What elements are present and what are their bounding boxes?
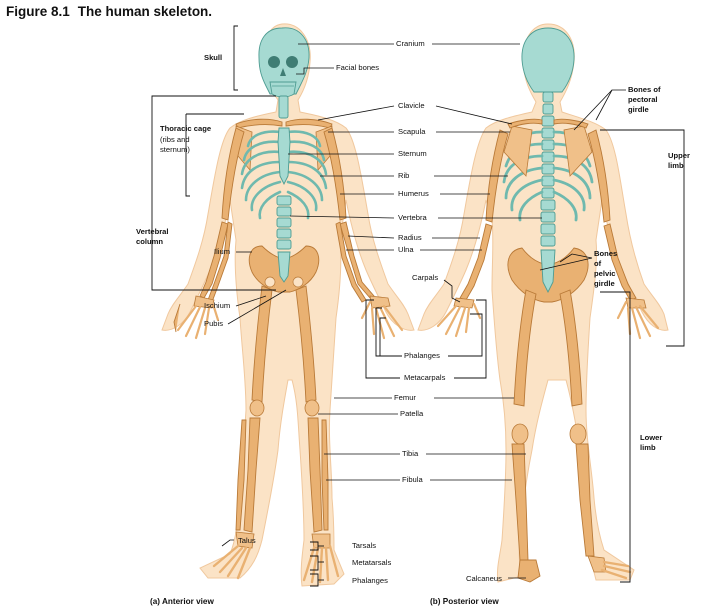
anterior-right-orbit	[286, 56, 298, 68]
label-metatarsals: Metatarsals	[352, 558, 391, 567]
label-tarsals: Tarsals	[352, 541, 376, 550]
group-pelvic-2: of	[594, 259, 602, 268]
posterior-left-scapula	[503, 125, 533, 177]
anterior-right-femur	[295, 285, 317, 403]
anterior-left-hand	[173, 295, 220, 340]
anterior-left-orbit	[268, 56, 280, 68]
anterior-sternum	[277, 127, 291, 186]
anterior-left-humerus	[221, 127, 245, 221]
label-radius: Radius	[398, 233, 422, 242]
label-cranium: Cranium	[396, 39, 425, 48]
anterior-right-patella	[304, 399, 320, 417]
caption-posterior-view: (b) Posterior view	[430, 597, 499, 606]
anterior-rib-cage	[240, 130, 328, 220]
label-scapula: Scapula	[398, 127, 426, 136]
anterior-lumbar-spine	[276, 195, 292, 250]
group-pectoral-3: girdle	[628, 105, 649, 114]
posterior-right-knee	[569, 423, 587, 445]
label-metacarpals: Metacarpals	[404, 373, 446, 382]
group-thoracic-cage: Thoracic cage	[160, 124, 211, 133]
anterior-right-ulna	[335, 221, 367, 303]
anterior-left-fibula	[235, 419, 247, 531]
anterior-right-foot	[302, 533, 340, 584]
anterior-body-outline	[161, 23, 415, 587]
posterior-body-outline	[417, 23, 669, 583]
posterior-cranium	[521, 27, 575, 93]
group-vertebral-column-1: Vertebral	[136, 227, 169, 236]
group-pectoral-2: pectoral	[628, 95, 658, 104]
anterior-right-hand	[360, 295, 404, 340]
posterior-right-femur	[559, 289, 583, 407]
label-ischium: Ischium	[204, 301, 230, 310]
label-carpals: Carpals	[412, 273, 438, 282]
labels: Cranium Facial bones Clavicle Scapula St…	[204, 39, 502, 585]
group-skull: Skull	[204, 53, 222, 62]
label-rib: Rib	[398, 171, 409, 180]
group-thoracic-cage-sub2: sternum)	[160, 145, 190, 154]
anterior-right-tibia	[307, 417, 323, 533]
group-lower-limb-2: limb	[640, 443, 656, 452]
leader-lines	[221, 43, 542, 579]
posterior-sacrum	[540, 249, 556, 294]
anterior-right-humerus	[323, 127, 347, 221]
brackets	[151, 25, 685, 587]
group-upper-limb-1: Upper	[668, 151, 690, 160]
anterior-left-patella	[249, 399, 265, 417]
figure-title-text: The human skeleton.	[77, 4, 213, 19]
posterior-left-femur	[513, 289, 537, 407]
label-calcaneus: Calcaneus	[466, 574, 502, 583]
group-pelvic-4: girdle	[594, 279, 615, 288]
label-fibula: Fibula	[402, 475, 423, 484]
group-pelvic-1: Bones	[594, 249, 617, 258]
posterior-right-foot	[587, 555, 632, 580]
posterior-left-hand	[436, 297, 482, 338]
label-ilium: Ilium	[214, 247, 230, 256]
anterior-left-tibia	[243, 417, 261, 533]
group-vertebral-column-2: column	[136, 237, 163, 246]
label-patella: Patella	[400, 409, 424, 418]
group-pectoral-1: Bones of	[628, 85, 661, 94]
group-lower-limb-1: Lower	[640, 433, 662, 442]
posterior-left-calcaneus	[517, 559, 541, 583]
posterior-left-clavicle	[507, 118, 543, 129]
anterior-left-foot	[212, 531, 255, 580]
anterior-cervical-spine	[278, 95, 289, 119]
label-tibia: Tibia	[402, 449, 419, 458]
group-pelvic-3: pelvic	[594, 269, 616, 278]
label-phalanges-foot: Phalanges	[352, 576, 388, 585]
posterior-figure	[417, 23, 669, 583]
posterior-left-knee	[511, 423, 529, 445]
anterior-sacrum	[277, 251, 291, 283]
anterior-mandible	[269, 81, 297, 98]
label-ulna: Ulna	[398, 245, 414, 254]
caption-anterior-view: (a) Anterior view	[150, 597, 214, 606]
figure-title: Figure 8.1 The human skeleton.	[6, 4, 212, 19]
anterior-nasal-cavity	[280, 68, 286, 76]
label-facial-bones: Facial bones	[336, 63, 379, 72]
group-labels: Skull Thoracic cage (ribs and sternum) V…	[136, 53, 690, 452]
anterior-figure	[161, 23, 415, 587]
group-thoracic-cage-sub1: (ribs and	[160, 135, 190, 144]
posterior-right-scapula	[563, 125, 593, 177]
label-vertebra: Vertebra	[398, 213, 427, 222]
figure-number: Figure 8.1	[6, 4, 70, 19]
label-humerus: Humerus	[398, 189, 429, 198]
label-pubis: Pubis	[204, 319, 223, 328]
posterior-right-tibia	[575, 443, 595, 557]
label-clavicle: Clavicle	[398, 101, 425, 110]
label-sternum: Sternum	[398, 149, 427, 158]
label-femur: Femur	[394, 393, 416, 402]
label-talus: Talus	[238, 536, 256, 545]
posterior-vertebral-column	[540, 91, 556, 247]
posterior-right-clavicle	[553, 118, 589, 129]
label-phalanges-hand: Phalanges	[404, 351, 440, 360]
posterior-right-humerus	[587, 129, 611, 223]
group-upper-limb-2: limb	[668, 161, 684, 170]
